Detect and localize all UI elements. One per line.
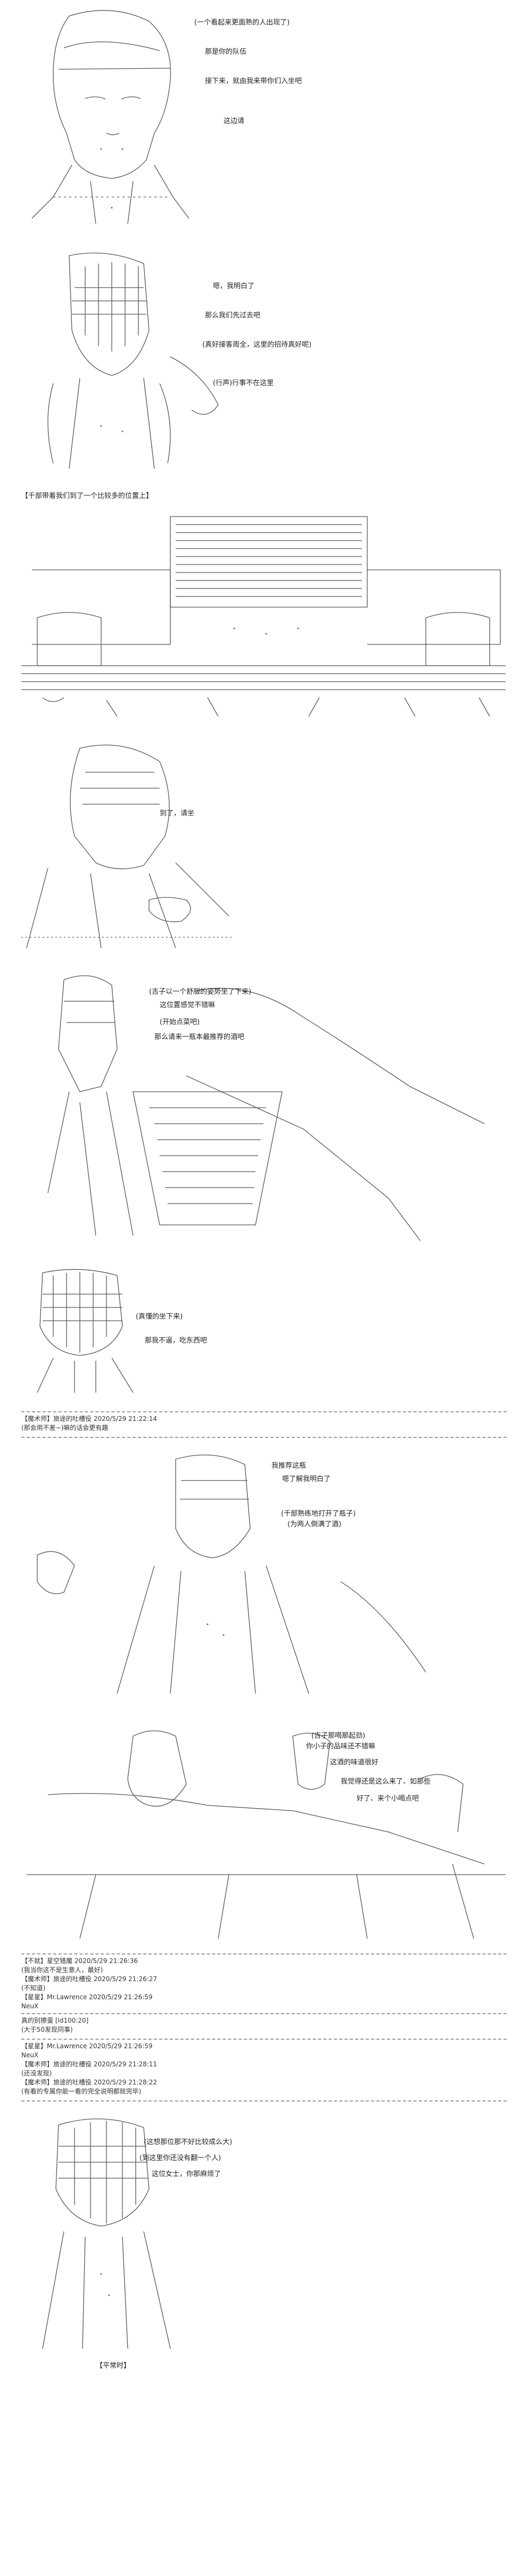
dialogue-line: 这位女士，你那麻烦了 bbox=[152, 2170, 221, 2178]
chat-log: 【魔术师】旅途的吐槽役 2020/5/29 21:22:14 (那会用不差~)嘛… bbox=[21, 1414, 500, 1433]
aa-scene-art bbox=[27, 1730, 506, 1939]
log-line: 【不就】星空猎魔 2020/5/29 21:26:36 bbox=[21, 1957, 138, 1965]
panel-5: (吉子以一个舒服的姿势坐了下来) 这位置感觉不错嘛 (开始点菜吧) 那么请来一瓶… bbox=[0, 964, 528, 1252]
dialogue-line: (吉子那喝那起劲) bbox=[311, 1732, 366, 1740]
aa-character-art bbox=[37, 1454, 426, 1694]
dialogue-line: 你小子的品味还不错嘛 bbox=[306, 1743, 376, 1751]
log-line: 真的别擦蛋 [ld100:20] bbox=[21, 2017, 89, 2024]
aa-character-art bbox=[21, 745, 234, 948]
dialogue-line: (开始点菜吧) bbox=[160, 1018, 200, 1026]
aa-character-art bbox=[37, 1269, 134, 1393]
dialogue-line: (真懂的坐下来) bbox=[136, 1313, 183, 1321]
panel-7: 我推荐这瓶 嗯了解我明白了 (千部熟练地打开了瓶子) (为两人倒满了酒) bbox=[0, 1443, 528, 1704]
dialogue-line: 好了、来个小喝点吧 bbox=[357, 1795, 419, 1803]
aa-character-art bbox=[31, 10, 189, 224]
narration-line: 【千部带着我们到了一个比较多的位置上】 bbox=[21, 492, 153, 500]
dialogue-line: 这酒的味道很好 bbox=[330, 1759, 379, 1767]
separator bbox=[21, 1953, 507, 1955]
chat-log: 【不就】星空猎魔 2020/5/29 21:26:36 (我当你这不是生意人，最… bbox=[21, 1957, 500, 2011]
panel-1: (一个看起来更面熟的人出现了) 那是你的队伍 接下来，就由我来带你们入坐吧 这边… bbox=[0, 0, 528, 234]
log-line: NeuX bbox=[21, 2051, 39, 2059]
panel-8: (吉子那喝那起劲) 你小子的品味还不错嘛 这酒的味道很好 我觉得还是这么来了、如… bbox=[0, 1710, 528, 1949]
log-line: (有看的专属你能一看的完全说明都就完毕) bbox=[21, 2088, 142, 2095]
dialogue-line: 那么我们先过去吧 bbox=[205, 312, 261, 320]
separator bbox=[21, 1437, 507, 1438]
aa-character-art bbox=[47, 975, 485, 1241]
log-line: 【星星】Mr.Lawrence 2020/5/29 21:26:59 bbox=[21, 1993, 153, 2001]
aa-background-art bbox=[21, 516, 506, 717]
dialogue-line: (吉子以一个舒服的姿势坐了下来) bbox=[149, 988, 252, 996]
separator bbox=[21, 1411, 507, 1412]
log-line: 【魔术师】旅途的吐槽役 2020/5/29 21:28:11 bbox=[21, 2060, 158, 2068]
panel-4: 到了，请坐 bbox=[0, 735, 528, 959]
dialogue-line: 那是你的队伍 bbox=[205, 48, 247, 56]
dialogue-line: (行声)行事不在这里 bbox=[213, 379, 274, 387]
log-line: (我当你这不是生意人，最好) bbox=[21, 1966, 103, 1974]
dialogue-line: (为两人倒满了酒) bbox=[287, 1520, 342, 1528]
dialogue-line: 嗯，我明白了 bbox=[213, 282, 255, 290]
dialogue-line: 我推荐这瓶 bbox=[271, 1462, 307, 1470]
scene-tag: 【平常时】 bbox=[96, 2362, 131, 2370]
aa-character-art bbox=[47, 252, 219, 469]
log-line: (那会用不差~)嘛的话会更有趣 bbox=[21, 1424, 109, 1432]
dialogue-line: 到了，请坐 bbox=[160, 809, 195, 817]
dice-roll: 真的别擦蛋 [ld100:20] (大于50发现同事) bbox=[21, 2016, 500, 2034]
dialogue-line: 这位置感觉不错嘛 bbox=[160, 1001, 216, 1009]
dialogue-line: (这想那位那不好比较成么大) bbox=[144, 2138, 233, 2146]
log-line: 【魔术师】旅途的吐槽役 2020/5/29 21:22:14 bbox=[21, 1415, 158, 1422]
dialogue-line: (到这里你还没有翻一个人) bbox=[139, 2154, 221, 2162]
dialogue-line: (一个看起来更面熟的人出现了) bbox=[194, 19, 290, 27]
panel-2: 嗯，我明白了 那么我们先过去吧 (真好接客周全，这里的招待真好呢) (行声)行事… bbox=[0, 245, 528, 479]
log-line: NeuX bbox=[21, 2002, 39, 2010]
panel-6: (真懂的坐下来) 那我不逼，吃东西吧 bbox=[0, 1262, 528, 1401]
log-line: (不知道) bbox=[21, 1984, 46, 1992]
panel-3: 【千部带着我们到了一个比较多的位置上】 bbox=[0, 490, 528, 724]
panel-9: (这想那位那不好比较成么大) (到这里你还没有翻一个人) 这位女士，你那麻烦了 … bbox=[0, 2109, 528, 2572]
dialogue-line: 那么请来一瓶本最推荐的酒吧 bbox=[154, 1033, 245, 1041]
separator bbox=[21, 2013, 507, 2014]
log-line: 【魔术师】旅途的吐槽役 2020/5/29 21:26:27 bbox=[21, 1975, 158, 1983]
log-line: (还没发现) bbox=[21, 2070, 52, 2077]
log-line: 【魔术师】旅途的吐槽役 2020/5/29 21:28:22 bbox=[21, 2079, 158, 2086]
dialogue-line: 那我不逼，吃东西吧 bbox=[145, 1337, 208, 1345]
log-line: (大于50发现同事) bbox=[21, 2026, 73, 2033]
aa-character-art bbox=[42, 2118, 171, 2349]
dialogue-line: 嗯了解我明白了 bbox=[282, 1475, 331, 1483]
dialogue-line: 这边请 bbox=[224, 117, 245, 125]
dialogue-line: (千部熟练地打开了瓶子) bbox=[281, 1510, 356, 1518]
chat-log: 【星星】Mr.Lawrence 2020/5/29 21:26:59 NeuX … bbox=[21, 2042, 500, 2096]
dialogue-line: (真好接客周全，这里的招待真好呢) bbox=[202, 341, 312, 349]
dialogue-line: 我觉得还是这么来了、如那些 bbox=[341, 1778, 431, 1786]
separator bbox=[21, 2100, 507, 2101]
log-line: 【星星】Mr.Lawrence 2020/5/29 21:26:59 bbox=[21, 2042, 153, 2050]
dialogue-line: 接下来，就由我来带你们入坐吧 bbox=[205, 77, 302, 85]
separator bbox=[21, 2039, 507, 2040]
